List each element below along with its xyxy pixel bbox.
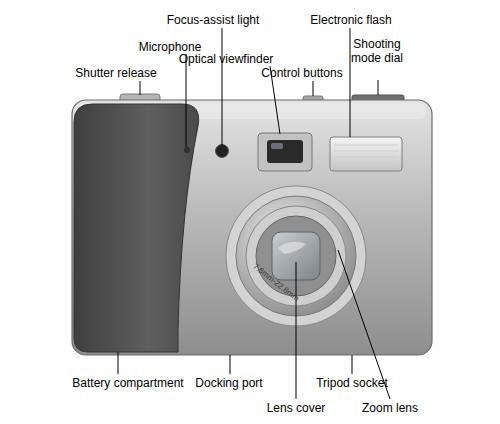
viewfinder-window (267, 140, 303, 163)
zoom-ring (236, 196, 356, 316)
hand-grip (74, 104, 199, 352)
part-label: Microphone (139, 40, 202, 54)
leader-line (313, 81, 314, 96)
part-label: Control buttons (261, 66, 342, 80)
flash-ridge (334, 151, 398, 152)
part-label: Battery compartment (72, 376, 183, 390)
lens-cover-glint (278, 242, 306, 254)
leader-line (296, 262, 297, 399)
viewfinder-frame (258, 133, 312, 171)
part-label: Lens cover (267, 401, 326, 415)
flash-ridge (334, 145, 398, 146)
lens-marking: 7.6mm-22.8mm (251, 262, 301, 304)
viewfinder-glint (271, 143, 283, 149)
part-label: Tripod socket (316, 376, 388, 390)
part-label: Shutter release (75, 66, 156, 80)
part-label: Optical viewfinder (179, 52, 274, 66)
leader-line (352, 355, 353, 374)
part-label: Focus-assist light (167, 13, 260, 27)
focus-light (216, 145, 229, 158)
part-label: Electronic flash (310, 13, 391, 27)
leader-line (222, 28, 223, 145)
leader-line (186, 54, 187, 147)
flash-ridges (334, 145, 398, 163)
part-label: Docking port (195, 376, 262, 390)
part-label: Zoom lens (362, 401, 418, 415)
flash-ridge (334, 157, 398, 158)
part-label: Shooting mode dial (348, 37, 406, 65)
leader-line (230, 355, 231, 374)
flash-ridge (334, 163, 398, 164)
flash-window (330, 137, 402, 171)
leader-line (350, 28, 351, 137)
leader-line (140, 81, 141, 95)
leader-line (378, 80, 379, 95)
microphone-hole (184, 147, 190, 153)
leader-lines (118, 28, 390, 399)
leader-line (118, 352, 119, 374)
camera-body (72, 100, 432, 355)
